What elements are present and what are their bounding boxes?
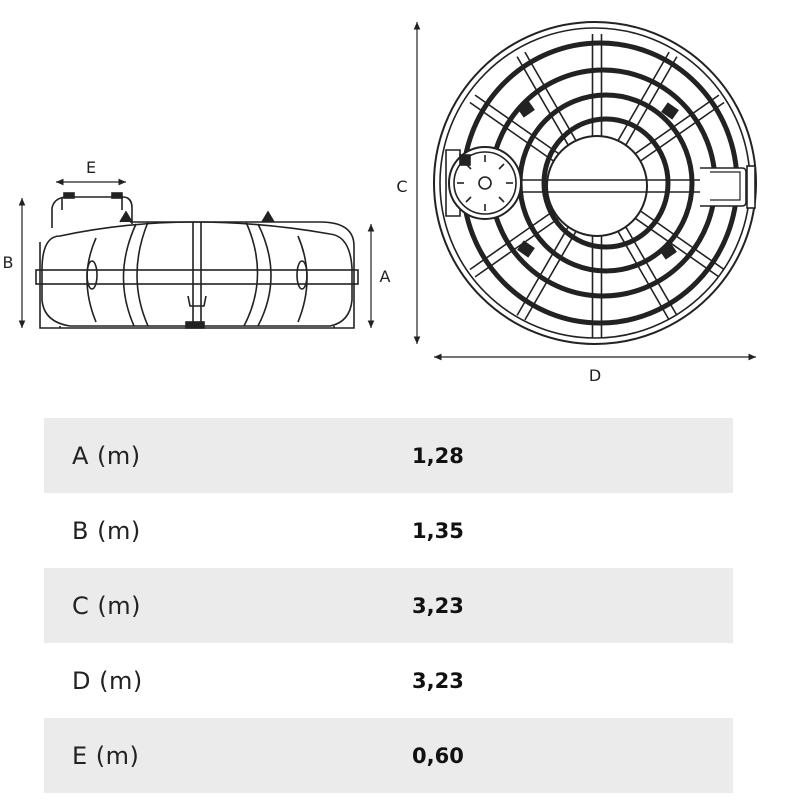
cage-spoke [474, 216, 561, 278]
dim-label-d: D [589, 366, 601, 385]
dim-label-b: B [3, 253, 14, 272]
cage-hoop [122, 223, 137, 327]
tank-body-outline [39, 221, 355, 329]
cage-spoke [624, 224, 678, 316]
cage-spoke [624, 56, 678, 148]
table-row: C (m) 3,23 [44, 568, 733, 643]
top-view [433, 21, 757, 345]
row-value: 1,35 [412, 518, 464, 543]
top-dimensions [413, 22, 756, 361]
cage-spoke [469, 209, 556, 271]
cage-spoke [633, 94, 720, 156]
row-label: C (m) [72, 591, 141, 620]
table-row: B (m) 1,35 [44, 493, 733, 568]
row-value: 0,60 [412, 743, 464, 768]
dim-label-e: E [86, 158, 96, 177]
cage-spoke [516, 56, 570, 148]
cage-spokes [469, 34, 725, 338]
row-label: D (m) [72, 666, 143, 695]
row-label: B (m) [72, 516, 141, 545]
dimensions-table: A (m) 1,28 B (m) 1,35 C (m) 3,23 D (m) 3… [44, 418, 733, 793]
side-dimensions [18, 178, 375, 328]
cage-spoke [469, 101, 556, 163]
right-bracket [700, 167, 747, 207]
tank-neck [51, 196, 133, 228]
table-row: A (m) 1,28 [44, 418, 733, 493]
cage-spoke [638, 101, 725, 163]
row-value: 1,28 [412, 443, 464, 468]
tank-inner-body [41, 221, 353, 327]
table-row: E (m) 0,60 [44, 718, 733, 793]
cage-spoke [633, 216, 720, 278]
central-dome [546, 135, 648, 237]
tank-outer-rim [433, 21, 757, 345]
cage-spoke [616, 229, 670, 321]
dim-label-c: C [396, 177, 407, 196]
cage-spoke [616, 51, 670, 143]
row-value: 3,23 [412, 593, 464, 618]
tank-belt [35, 269, 359, 285]
cage-spoke [638, 209, 725, 271]
table-row: D (m) 3,23 [44, 643, 733, 718]
cage-spoke [474, 94, 561, 156]
side-view [35, 192, 359, 329]
tank-technical-drawing: E B A [3, 21, 757, 385]
row-value: 3,23 [412, 668, 464, 693]
dim-label-a: A [380, 267, 391, 286]
cage-spoke [516, 224, 570, 316]
cage-spoke [524, 229, 578, 321]
row-label: A (m) [72, 441, 141, 470]
row-label: E (m) [72, 741, 140, 770]
cage-spoke [524, 51, 578, 143]
